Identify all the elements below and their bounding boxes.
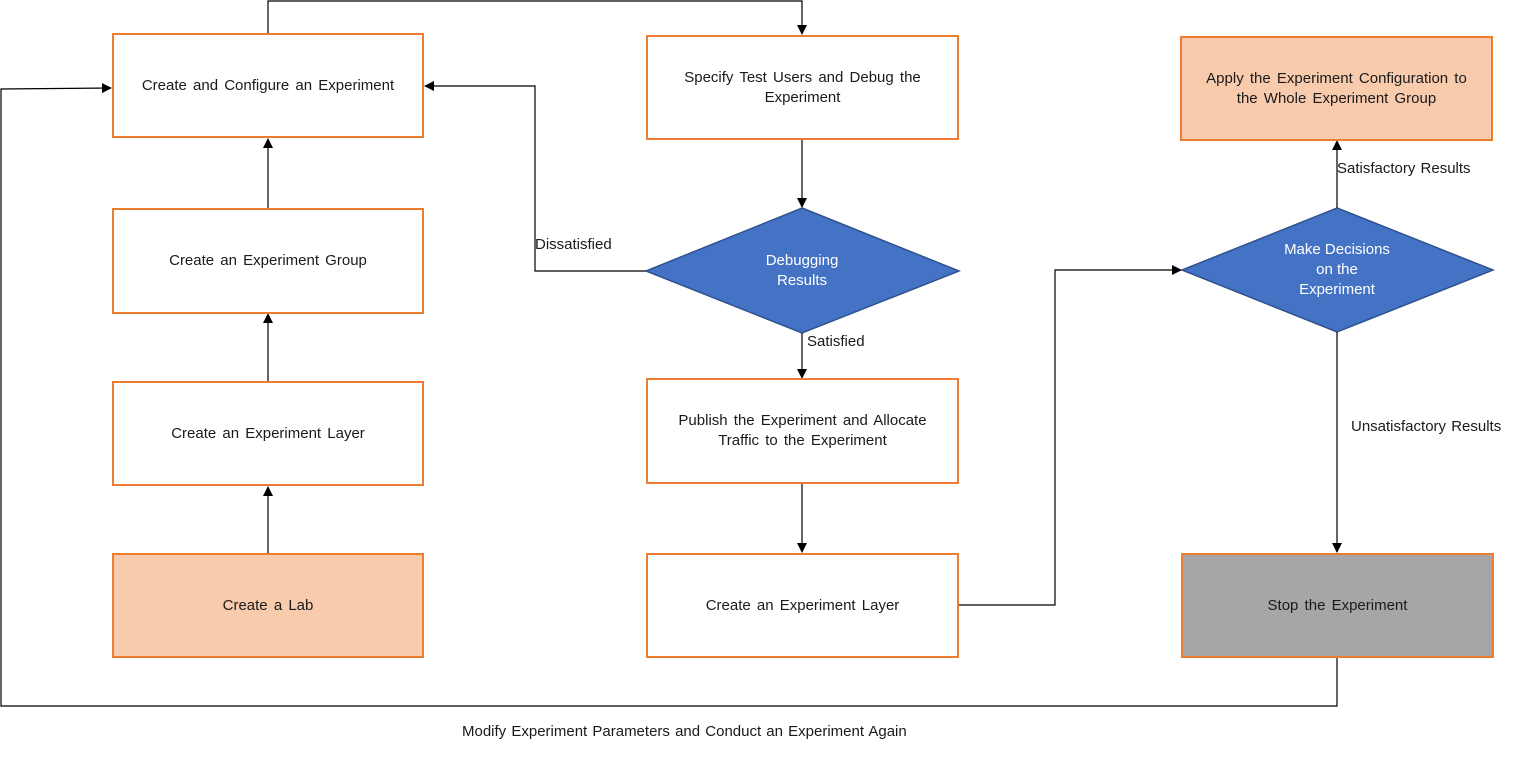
create-layer-left-box: Create an Experiment Layer [112,381,424,486]
apply-config-box: Apply the Experiment Configuration to th… [1180,36,1493,141]
specify-users-box: Specify Test Users and Debug the Experim… [646,35,959,140]
stop-label: Stop the Experiment [1267,596,1408,614]
stop-box: Stop the Experiment [1181,553,1494,658]
arrow-stop-to-configure [0,83,1338,707]
create-layer-left-label: Create an Experiment Layer [171,424,365,442]
arrow-dissatisfied [424,81,646,272]
modify-again-label: Modify Experiment Parameters and Conduct… [462,723,907,740]
arrow-configure-to-specify [267,0,807,35]
unsatisfactory-label: Unsatisfactory Results [1351,418,1502,435]
create-configure-box: Create and Configure an Experiment [112,33,424,138]
publish-box: Publish the Experiment and Allocate Traf… [646,378,959,484]
create-group-label: Create an Experiment Group [169,252,367,269]
create-layer-mid-label: Create an Experiment Layer [705,596,900,614]
debugging-results-label: Debugging Results [765,252,839,289]
create-configure-label: Create and Configure an Experiment [141,76,395,94]
apply-config-label: Apply the Experiment Configuration to th… [1206,69,1467,107]
arrow-layer-to-decisions [959,265,1182,606]
make-decisions-label: Make Decisions on the Experiment [1284,241,1390,298]
publish-label: Publish the Experiment and Allocate Traf… [678,412,927,449]
create-lab-label: Create a Lab [222,596,314,614]
create-group-box: Create an Experiment Group [112,208,424,314]
create-lab-box: Create a Lab [112,553,424,658]
satisfied-label: Satisfied [807,333,865,350]
dissatisfied-label: Dissatisfied [535,236,612,253]
create-layer-mid-box: Create an Experiment Layer [646,553,959,658]
satisfactory-label: Satisfactory Results [1337,160,1471,177]
specify-users-label: Specify Test Users and Debug the Experim… [684,68,921,106]
